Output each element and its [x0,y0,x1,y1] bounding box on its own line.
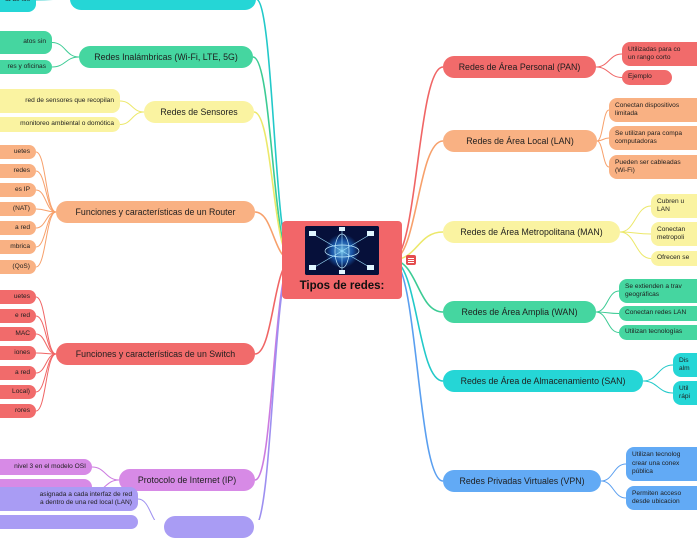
central-topic[interactable]: Tipos de redes: [282,221,402,299]
subtopic-switch-7[interactable]: rores [0,404,36,418]
subtopic-top-1[interactable]: ta de los [0,0,36,12]
connector-line [35,151,57,213]
connector-line [91,466,120,481]
connector-line [595,290,620,313]
branch-san[interactable]: Redes de Área de Almacenamiento (SAN) [443,370,643,392]
subtopic-wan-2[interactable]: Conectan redes LAN [619,306,697,321]
connector-line [51,42,80,58]
connector-line [119,111,145,125]
branch-ip[interactable]: Protocolo de Internet (IP) [119,469,255,491]
network-globe-image [305,226,379,275]
subtopic-router-3[interactable]: es IP [0,183,36,197]
menu-icon[interactable] [406,255,416,265]
subtopic-switch-4[interactable]: iones [0,346,36,360]
branch-mac[interactable] [164,516,254,538]
subtopic-sensores-1[interactable]: red de sensores que recopilan [0,89,120,113]
subtopic-switch-1[interactable]: uetes [0,290,36,304]
connector-line [35,353,57,393]
subtopic-inalambricas-1[interactable]: atos sin [0,31,52,54]
connector-line [600,463,627,482]
subtopic-router-5[interactable]: a red [0,221,36,235]
connector-line [35,211,57,268]
connector-line [600,480,627,499]
connector-line [596,109,610,142]
connector-line [137,498,156,520]
subtopic-sensores-2[interactable]: monitoreo ambiental o domótica [0,117,120,132]
subtopic-switch-5[interactable]: a red [0,366,36,380]
branch-lan[interactable]: Redes de Área Local (LAN) [443,130,597,152]
connector-line [642,364,674,382]
branch-sensores[interactable]: Redes de Sensores [144,101,254,123]
connector-line [35,170,57,213]
connector-line [35,296,57,355]
subtopic-router-1[interactable]: uetes [0,145,36,159]
connector-line [35,315,57,355]
branch-top[interactable] [70,0,256,10]
connector-line [595,311,620,333]
connector-line [35,189,57,213]
branch-switch[interactable]: Funciones y características de un Switch [56,343,255,365]
connector-line [619,205,652,233]
connector-line [51,56,80,68]
subtopic-router-4[interactable]: (NAT) [0,202,36,216]
subtopic-ip-1[interactable]: nivel 3 en el modelo OSI [0,459,92,475]
connector-line [595,53,623,68]
branch-pan[interactable]: Redes de Área Personal (PAN) [443,56,596,78]
connector-line [642,380,674,394]
branch-router[interactable]: Funciones y características de un Router [56,201,255,223]
branch-vpn[interactable]: Redes Privadas Virtuales (VPN) [443,470,601,492]
subtopic-router-2[interactable]: redes [0,164,36,178]
connector-line [35,353,57,412]
subtopic-router-6[interactable]: mbrica [0,240,36,254]
connector-line [257,259,293,520]
branch-man[interactable]: Redes de Área Metropolitana (MAN) [443,221,620,243]
subtopic-inalambricas-2[interactable]: res y oficinas [0,60,52,74]
subtopic-mac-2[interactable] [0,515,138,529]
central-title: Tipos de redes: [299,280,385,292]
subtopic-wan-3[interactable]: Utilizan tecnologías [619,325,697,340]
subtopic-man-3[interactable]: Ofrecen se [651,251,697,266]
connector-line [595,66,623,78]
branch-inalambricas[interactable]: Redes Inalámbricas (Wi-Fi, LTE, 5G) [79,46,253,68]
subtopic-switch-6[interactable]: Local) [0,385,36,399]
subtopic-switch-2[interactable]: e red [0,309,36,323]
subtopic-router-7[interactable]: (QoS) [0,260,36,274]
connector-line [35,333,57,355]
branch-wan[interactable]: Redes de Área Amplia (WAN) [443,301,596,323]
subtopic-switch-3[interactable]: MAC [0,327,36,341]
connector-line [619,231,652,259]
connector-line [119,100,145,113]
connector-line [596,140,610,168]
subtopic-lan-3[interactable]: Pueden ser cableadas(Wi-Fi) [609,155,697,179]
subtopic-pan-2[interactable]: Ejemplo [622,70,672,85]
